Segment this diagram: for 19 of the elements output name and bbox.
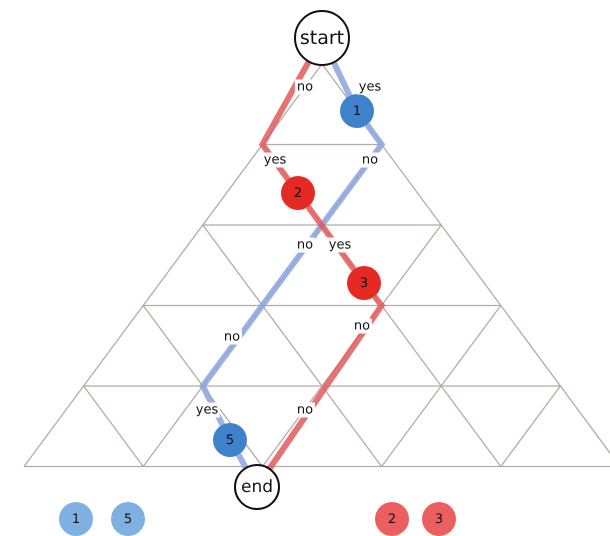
path-line [268,294,386,470]
step-circle: 1 [340,94,374,128]
step-circle: 5 [213,423,247,457]
edge-label: yes [326,238,354,252]
terminal-circle: end [234,464,280,510]
decision-label: yes [194,402,220,418]
step-circle: 3 [422,502,456,536]
edge-label: no [294,80,316,94]
step-circle: 1 [59,502,93,536]
terminal-circle: start [294,10,350,66]
step-circle: 3 [347,266,381,300]
path-line [199,122,386,426]
path-line [331,62,352,97]
decision-label: yes [262,152,288,168]
path-line [236,453,248,469]
step-circle: 5 [111,502,145,536]
edge-label: no [360,152,380,168]
step-circle: 2 [375,502,409,536]
step-circle: 2 [281,176,315,210]
